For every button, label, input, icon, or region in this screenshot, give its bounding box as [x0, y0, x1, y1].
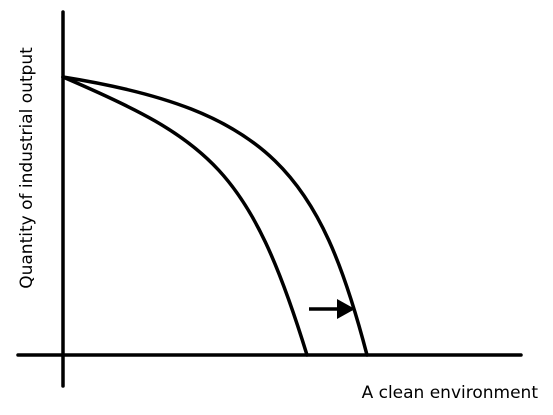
y-axis-label: Quantity of industrial output: [17, 47, 37, 289]
shift-arrow-head: [337, 299, 355, 319]
shifted-frontier-curve: [61, 75, 369, 357]
x-axis-label: A clean environment: [362, 383, 539, 403]
original-frontier-curve: [61, 75, 309, 357]
